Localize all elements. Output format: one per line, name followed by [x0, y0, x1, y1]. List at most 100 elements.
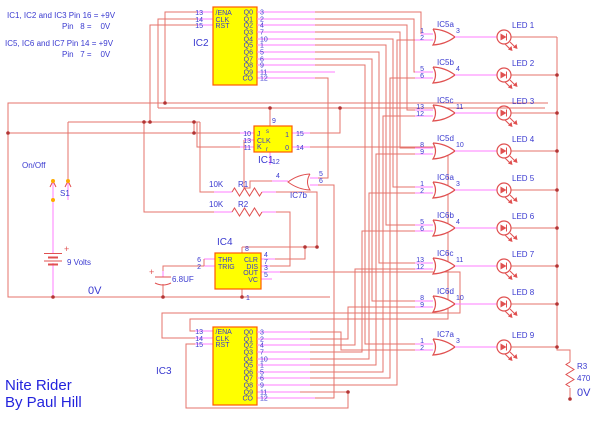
gate-label-IC5c: IC5c	[437, 96, 453, 105]
ic1-pin11: 11	[244, 145, 251, 152]
gate-input-pin: 8	[420, 142, 424, 149]
wire	[315, 77, 329, 179]
wire	[257, 192, 415, 360]
junction-dot	[555, 188, 559, 192]
junction-dot	[315, 245, 319, 249]
wire	[185, 343, 349, 409]
led-triangle	[500, 343, 507, 351]
ic1-label-k: K	[257, 144, 262, 151]
ic2-out-label: Q6	[244, 50, 253, 57]
ic7b-gate: IC7b 4 5 6	[276, 171, 323, 200]
ic3-out-pin: 4	[260, 343, 264, 350]
or-gate-IC6b	[431, 219, 457, 237]
led-triangle	[500, 224, 507, 232]
ic3-out-label: Q6	[244, 370, 253, 377]
ic3-in-pin: 13	[195, 329, 203, 336]
gate-input-pin: 12	[416, 111, 424, 118]
ic3-chip: IC3	[156, 326, 258, 406]
junction-dot	[192, 131, 196, 135]
led-arrow-head	[508, 313, 513, 318]
note-line4: Pin 7 = 0V	[62, 50, 111, 59]
ic4-label-vc: VC	[248, 277, 258, 284]
ic2-in-pin: 14	[195, 17, 203, 24]
or-gate-ic7b	[287, 173, 311, 191]
gate-label-IC6a: IC6a	[437, 173, 454, 182]
led-symbol	[496, 182, 512, 198]
wire	[257, 39, 415, 386]
ic2-out-pin: 9	[260, 63, 264, 70]
led-arrow-head	[508, 275, 513, 280]
or-gate-IC6c	[431, 257, 457, 275]
junction-dot	[240, 295, 244, 299]
gnd-left-label: 0V	[88, 285, 102, 297]
gate-output-pin: 3	[456, 181, 460, 188]
led-arrow-head	[508, 199, 513, 204]
or-gate-IC6d	[431, 295, 457, 313]
junction-dot	[163, 101, 167, 105]
wire	[275, 247, 306, 260]
led-arrow-head	[513, 158, 518, 163]
wire	[257, 24, 415, 111]
wire	[157, 18, 197, 108]
gate-input-pin: 8	[420, 295, 424, 302]
ic3-out-pin: 2	[260, 337, 264, 344]
wire	[149, 24, 197, 122]
ic3-out-pin: 7	[260, 350, 264, 357]
ic3-out-pin: 9	[260, 383, 264, 390]
junction-dot	[555, 149, 559, 153]
wiring	[7, 11, 571, 409]
ic4-body	[214, 252, 262, 290]
ic7b-pin4: 4	[276, 173, 280, 180]
ic2-out-label: Q0	[244, 10, 253, 17]
r2-name: R2	[238, 200, 249, 209]
ic1-chip: IC1 J CLK K 1 0 s r 10 13 11 15 14 9 12	[243, 118, 304, 166]
junction-dot	[142, 120, 146, 124]
ic3-in-label: /ENA	[216, 329, 233, 336]
led-label: LED 3	[512, 97, 535, 106]
ic3-out-pin: 3	[260, 330, 264, 337]
led-symbol	[496, 258, 512, 274]
ic3-out-label: Q8	[244, 383, 253, 390]
ic3-out-pin: 1	[260, 363, 264, 370]
wire	[161, 271, 461, 339]
ic2-out-label: Q1	[244, 17, 253, 24]
ic1-label-q: 1	[285, 132, 289, 139]
led-symbol	[496, 143, 512, 159]
junction-dot	[555, 345, 559, 349]
gate-output-pin: 10	[456, 295, 464, 302]
ic2-out-label: CO	[243, 76, 254, 83]
junction-dot	[555, 226, 559, 230]
ic3-in-label: CLK	[216, 336, 230, 343]
led-arrow-head	[513, 197, 518, 202]
gate-input-pin: 6	[420, 73, 424, 80]
ic4-pin2: 2	[197, 264, 201, 271]
title-line2: By Paul Hill	[5, 394, 82, 411]
gate-input-pin: 2	[420, 188, 424, 195]
led-arrow-head	[513, 82, 518, 87]
ic4-pin8: 8	[245, 246, 249, 253]
switch-terminal	[51, 198, 55, 202]
ic2-out-pin: 12	[260, 76, 268, 83]
ic3-out-label: Q9	[244, 390, 253, 397]
ic2-out-label: Q3	[244, 30, 253, 37]
led-symbol	[496, 296, 512, 312]
wire	[315, 184, 335, 399]
title-line1: Nite Rider	[5, 377, 72, 394]
led-label: LED 4	[512, 135, 535, 144]
ic2-chip: IC2	[193, 6, 258, 86]
led-symbol	[496, 29, 512, 45]
ic4-pin4: 4	[264, 252, 268, 259]
ic2-out-pin: 4	[260, 23, 264, 30]
led-label: LED 8	[512, 288, 535, 297]
wire	[257, 58, 415, 302]
led-arrow-head	[513, 235, 518, 240]
or-gate-IC5c	[431, 104, 457, 122]
cap-plus: +	[149, 267, 154, 277]
ic7b-name: IC7b	[290, 191, 307, 200]
resistor-r3-symbol	[565, 361, 575, 388]
junction-dot	[555, 73, 559, 77]
gate-label-IC5b: IC5b	[437, 58, 454, 67]
